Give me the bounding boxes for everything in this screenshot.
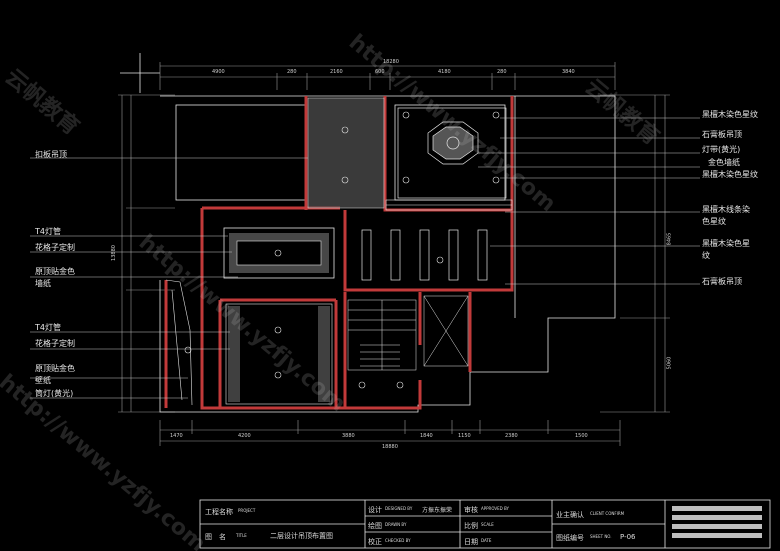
- dim-right-lower: 5060: [666, 356, 673, 370]
- tb-project-label-en: PROJECT: [238, 508, 256, 513]
- label-right-1: 黑檀木染色星纹: [702, 110, 758, 119]
- right-leader-lines: [478, 117, 700, 285]
- dim-bottom-seg-6: 2380: [505, 433, 518, 439]
- label-right-2: 石膏板吊顶: [702, 130, 742, 139]
- dim-bottom-seg-2: 4200: [238, 433, 251, 439]
- dim-bottom-seg-3: 3880: [342, 433, 355, 439]
- dim-bottom-seg-7: 1500: [575, 433, 588, 439]
- lower-left-panel: [225, 303, 333, 405]
- dim-bottom-seg-1: 1470: [170, 433, 183, 439]
- label-left-3: 花格子定制: [35, 243, 75, 252]
- label-right-3: 灯带(黄光): [702, 145, 741, 154]
- dim-bottom-seg-4: 1840: [420, 433, 433, 439]
- tb-draw-en: DRAWN BY: [385, 522, 407, 527]
- tb-sheet-en: SHEET NO.: [590, 534, 612, 539]
- label-left-4: 原顶贴金色: [35, 267, 75, 276]
- tb-sheet-label: 图纸编号: [556, 534, 584, 542]
- tb-design-label: 设计: [368, 506, 382, 514]
- dim-right-overall: 8465: [666, 232, 673, 246]
- tb-sheet-no: P-06: [620, 533, 636, 541]
- tb-scale-label: 比例: [464, 522, 478, 530]
- tb-owner-label: 业主确认: [556, 511, 584, 519]
- top-dimension-lines: [159, 62, 616, 90]
- downlight-fixtures: [184, 111, 500, 389]
- balcony: [165, 279, 193, 406]
- crosshair-cursor: [120, 53, 160, 93]
- label-right-5: 黑檀木染色星纹: [702, 170, 758, 179]
- diagonal-room: [423, 295, 469, 367]
- right-dimension-lines: [600, 94, 670, 413]
- label-left-6: T4灯管: [35, 323, 61, 332]
- tb-design-en: DESIGNED BY: [385, 506, 413, 511]
- tb-date-en: DATE: [481, 538, 492, 543]
- label-left-10: 筒灯(黄光): [35, 389, 74, 398]
- dim-top-seg-4: 600: [375, 69, 385, 75]
- tb-draw-label: 绘图: [368, 522, 382, 530]
- dim-top-overall: 18280: [383, 59, 399, 65]
- left-leader-lines: [30, 157, 308, 399]
- tb-check-label: 校正: [368, 538, 382, 546]
- label-right-6: 黑檀木线条染: [702, 205, 750, 214]
- tb-scale-en: SCALE: [481, 522, 494, 527]
- dim-top-seg-7: 3840: [562, 69, 575, 75]
- label-right-8: 黑檀木染色星: [702, 239, 750, 248]
- tb-owner-en: CLIENT CONFIRM: [590, 511, 625, 516]
- tb-date-label: 日期: [464, 538, 478, 546]
- dim-top-seg-2: 280: [287, 69, 297, 75]
- tb-drawing-title: 二层设计吊顶布置图: [270, 532, 333, 540]
- label-left-5: 墙纸: [35, 279, 51, 288]
- tb-drawing-label-en: TITLE: [236, 533, 247, 538]
- dim-top-seg-1: 4900: [212, 69, 225, 75]
- tb-design-name: 方振东振荣: [422, 507, 453, 514]
- dim-bottom-overall: 18880: [382, 444, 398, 450]
- label-left-2: T4灯管: [35, 227, 61, 236]
- title-block-frame: [199, 499, 771, 549]
- tb-check-en: CHECKED BY: [385, 538, 411, 543]
- left-ceiling-panel: [223, 227, 335, 279]
- dim-left-overall: 13880: [110, 245, 117, 261]
- tb-audit-label: 审核: [464, 506, 478, 514]
- stair: [347, 299, 417, 371]
- dim-top-seg-6: 280: [497, 69, 507, 75]
- hatched-ceiling-zone: [307, 97, 385, 209]
- dim-bottom-seg-5: 1150: [458, 433, 471, 439]
- dim-top-seg-5: 4180: [438, 69, 451, 75]
- title-block-logo-bars: [672, 506, 762, 538]
- tb-audit-en: APPROVED BY: [481, 506, 510, 511]
- bottom-dimension-lines: [159, 420, 621, 446]
- label-left-8: 原顶贴金色: [35, 364, 75, 373]
- dim-top-seg-3: 2160: [330, 69, 343, 75]
- label-right-7: 色星纹: [702, 217, 726, 226]
- tb-project-label: 工程名称: [205, 508, 233, 516]
- tb-drawing-label: 图 名: [205, 533, 226, 541]
- label-left-7: 花格子定制: [35, 339, 75, 348]
- label-left-9: 壁纸: [35, 376, 51, 385]
- corridor-strip: [385, 199, 513, 211]
- label-left-1: 扣板吊顶: [35, 150, 67, 159]
- label-right-10: 石膏板吊顶: [702, 277, 742, 286]
- fluorescent-strips: [361, 229, 488, 281]
- label-right-9: 纹: [702, 251, 710, 260]
- label-right-4: 金色墙纸: [708, 158, 740, 167]
- left-dimension-lines: [118, 94, 175, 413]
